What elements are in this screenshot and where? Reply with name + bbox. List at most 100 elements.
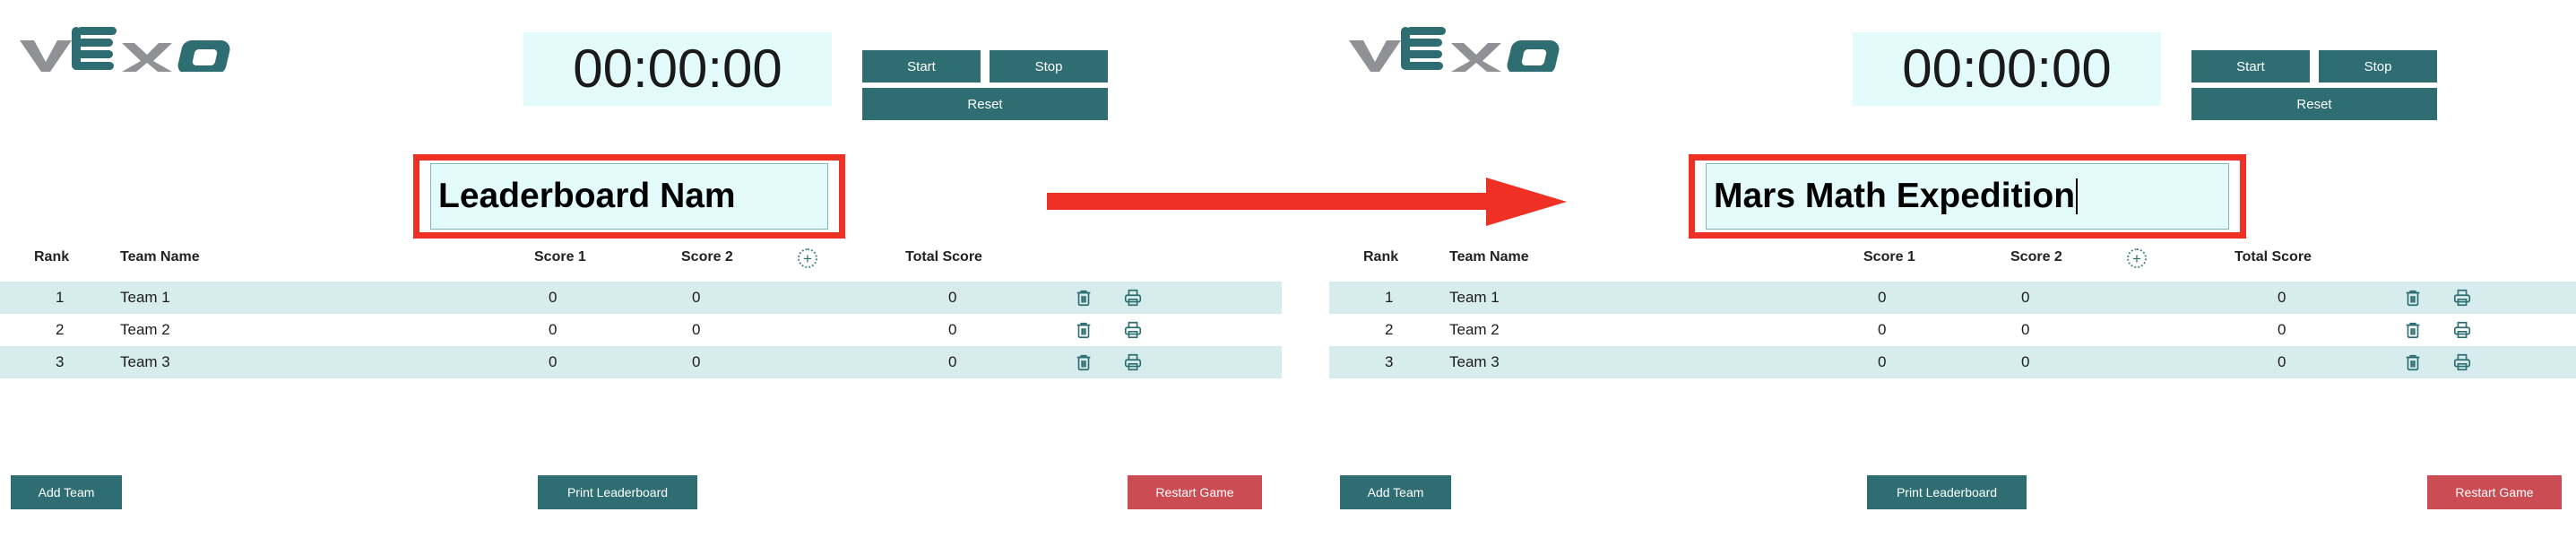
- col-header-team-name: Team Name: [120, 249, 200, 265]
- add-team-button[interactable]: Add Team: [11, 475, 122, 509]
- col-header-total-score: Total Score: [905, 249, 982, 265]
- cell-team[interactable]: Team 3: [1449, 353, 1500, 370]
- cell-score1[interactable]: 0: [549, 353, 558, 370]
- cell-team[interactable]: Team 1: [1449, 289, 1500, 306]
- leaderboard-table: Rank Team Name Score 1 Score 2 + Total S…: [1329, 248, 2576, 378]
- cell-total: 0: [948, 289, 957, 306]
- print-row-icon[interactable]: [2452, 288, 2472, 308]
- delete-row-icon[interactable]: [1074, 320, 1094, 340]
- vex-go-logo-o: [1507, 25, 1557, 72]
- restart-game-button[interactable]: Restart Game: [2427, 475, 2562, 509]
- print-leaderboard-button[interactable]: Print Leaderboard: [538, 475, 697, 509]
- arrow-right-icon: [1047, 178, 1567, 226]
- leaderboard-name-value: Mars Math Expedition: [1714, 177, 2076, 215]
- cell-rank: 3: [1385, 353, 1394, 370]
- cell-total: 0: [948, 353, 957, 370]
- col-header-score-2: Score 2: [2010, 249, 2062, 265]
- leaderboard-name-value: Leaderboard Nam: [438, 177, 736, 215]
- trash-icon: [1076, 290, 1091, 307]
- col-header-rank: Rank: [1363, 249, 1399, 265]
- add-column-button[interactable]: +: [798, 248, 817, 268]
- cell-score1[interactable]: 0: [549, 289, 558, 306]
- cell-score2[interactable]: 0: [2021, 353, 2030, 370]
- cell-score2[interactable]: 0: [692, 289, 701, 306]
- start-button[interactable]: Start: [862, 50, 981, 82]
- cell-team[interactable]: Team 2: [120, 321, 170, 338]
- start-button[interactable]: Start: [2191, 50, 2310, 82]
- printer-icon: [1124, 353, 1142, 371]
- timer-display: 00:00:00: [1853, 32, 2161, 106]
- cell-total: 0: [948, 321, 957, 338]
- text-caret: [2076, 178, 2079, 214]
- cell-score1[interactable]: 0: [1878, 289, 1887, 306]
- leaderboard-name-input[interactable]: Mars Math Expedition: [1706, 163, 2229, 230]
- printer-icon: [2453, 321, 2471, 339]
- printer-icon: [1124, 289, 1142, 307]
- trash-icon: [2406, 354, 2420, 371]
- table-row[interactable]: 2 Team 2 0 0 0: [1329, 314, 2576, 346]
- cell-total: 0: [2278, 353, 2286, 370]
- table-row[interactable]: 3 Team 3 0 0 0: [1329, 346, 2576, 378]
- cell-team[interactable]: Team 2: [1449, 321, 1500, 338]
- printer-icon: [1124, 321, 1142, 339]
- print-row-icon[interactable]: [1123, 320, 1143, 340]
- stop-button[interactable]: Stop: [990, 50, 1108, 82]
- cell-team[interactable]: Team 1: [120, 289, 170, 306]
- leaderboard-name-input[interactable]: Leaderboard Nam: [430, 163, 828, 230]
- col-header-team-name: Team Name: [1449, 249, 1529, 265]
- print-row-icon[interactable]: [2452, 320, 2472, 340]
- cell-team[interactable]: Team 3: [120, 353, 170, 370]
- restart-game-button[interactable]: Restart Game: [1128, 475, 1262, 509]
- leaderboard-table: Rank Team Name Score 1 Score 2 + Total S…: [0, 248, 1282, 378]
- stop-button[interactable]: Stop: [2319, 50, 2437, 82]
- printer-icon: [2453, 353, 2471, 371]
- reset-button[interactable]: Reset: [862, 88, 1108, 120]
- table-row[interactable]: 2 Team 2 0 0 0: [0, 314, 1282, 346]
- leaderboard-panel-after: 00:00:00 Start Stop Reset Mars Math Expe…: [1329, 0, 2576, 547]
- cell-score1[interactable]: 0: [1878, 353, 1887, 370]
- trash-icon: [2406, 290, 2420, 307]
- table-row[interactable]: 1 Team 1 0 0 0: [1329, 282, 2576, 314]
- delete-row-icon[interactable]: [1074, 288, 1094, 308]
- col-header-score-2: Score 2: [681, 249, 733, 265]
- timer-display: 00:00:00: [523, 32, 832, 106]
- cell-score2[interactable]: 0: [692, 321, 701, 338]
- cell-score2[interactable]: 0: [2021, 321, 2030, 338]
- cell-rank: 2: [56, 321, 65, 338]
- print-row-icon[interactable]: [1123, 352, 1143, 372]
- vex-go-logo-o: [177, 25, 228, 72]
- print-leaderboard-button[interactable]: Print Leaderboard: [1867, 475, 2027, 509]
- print-row-icon[interactable]: [2452, 352, 2472, 372]
- delete-row-icon[interactable]: [2403, 320, 2423, 340]
- cell-score2[interactable]: 0: [2021, 289, 2030, 306]
- leaderboard-panel-before: 00:00:00 Start Stop Reset Leaderboard Na…: [0, 0, 1282, 547]
- trash-icon: [2406, 322, 2420, 339]
- cell-rank: 1: [1385, 289, 1394, 306]
- print-row-icon[interactable]: [1123, 288, 1143, 308]
- reset-button[interactable]: Reset: [2191, 88, 2437, 120]
- cell-rank: 1: [56, 289, 65, 306]
- cell-rank: 2: [1385, 321, 1394, 338]
- add-column-button[interactable]: +: [2127, 248, 2147, 268]
- trash-icon: [1076, 322, 1091, 339]
- delete-row-icon[interactable]: [2403, 352, 2423, 372]
- cell-score1[interactable]: 0: [1878, 321, 1887, 338]
- cell-score2[interactable]: 0: [692, 353, 701, 370]
- add-team-button[interactable]: Add Team: [1340, 475, 1451, 509]
- col-header-score-1: Score 1: [534, 249, 586, 265]
- table-row[interactable]: 1 Team 1 0 0 0: [0, 282, 1282, 314]
- cell-total: 0: [2278, 321, 2286, 338]
- cell-total: 0: [2278, 289, 2286, 306]
- delete-row-icon[interactable]: [2403, 288, 2423, 308]
- delete-row-icon[interactable]: [1074, 352, 1094, 372]
- col-header-score-1: Score 1: [1863, 249, 1915, 265]
- transition-arrow: [1047, 173, 1585, 230]
- logo-o-glyph: [179, 40, 228, 72]
- cell-rank: 3: [56, 353, 65, 370]
- printer-icon: [2453, 289, 2471, 307]
- logo-o-glyph: [1508, 40, 1557, 72]
- cell-score1[interactable]: 0: [549, 321, 558, 338]
- table-header-row: Rank Team Name Score 1 Score 2 + Total S…: [0, 248, 1282, 282]
- table-row[interactable]: 3 Team 3 0 0 0: [0, 346, 1282, 378]
- table-header-row: Rank Team Name Score 1 Score 2 + Total S…: [1329, 248, 2576, 282]
